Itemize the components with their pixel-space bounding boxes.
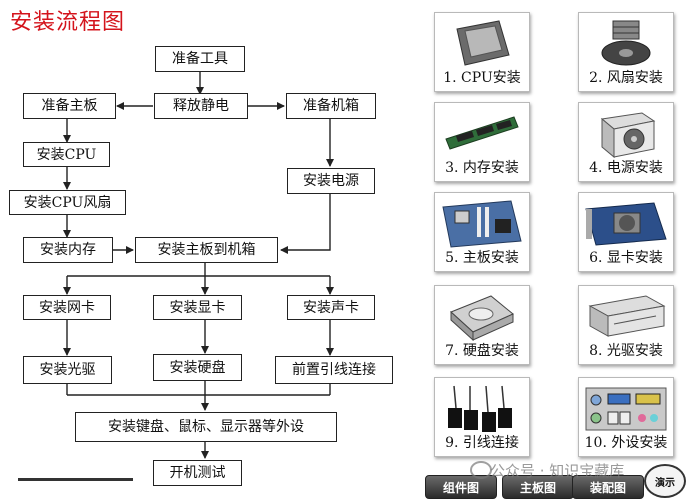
box-install-hdd: 安装硬盘 xyxy=(153,354,242,381)
cpu-fan-icon xyxy=(601,20,651,66)
box-label: 安装键盘、鼠标、显示器等外设 xyxy=(108,419,304,435)
flow-connectors xyxy=(63,72,334,459)
step-label: 1. CPU安装 xyxy=(443,70,521,86)
optical-drive-icon xyxy=(588,295,666,337)
watermark-text: 公众号 · 知识宝藏库 xyxy=(490,462,625,480)
box-label: 开机测试 xyxy=(169,465,226,481)
step-card-fan[interactable]: 2. 风扇安装 xyxy=(578,12,674,92)
box-install-nic: 安装网卡 xyxy=(23,295,111,320)
assembly-view-button[interactable]: 组件图 xyxy=(425,475,497,499)
step-label: 2. 风扇安装 xyxy=(589,70,663,86)
box-install-optical: 安装光驱 xyxy=(23,356,112,384)
step-label: 8. 光驱安装 xyxy=(589,343,663,359)
box-label: 安装主板到机箱 xyxy=(157,242,256,258)
box-label: 安装声卡 xyxy=(303,299,359,316)
page-title: 安装流程图 xyxy=(10,10,126,35)
box-label: 安装CPU风扇 xyxy=(23,194,112,211)
box-label: 安装硬盘 xyxy=(169,359,226,376)
box-label: 安装电源 xyxy=(303,173,359,189)
box-front-panel: 前置引线连接 xyxy=(275,356,393,384)
step-card-optical[interactable]: 8. 光驱安装 xyxy=(578,285,674,365)
box-label: 释放静电 xyxy=(173,98,229,114)
box-install-gpu: 安装显卡 xyxy=(153,295,242,320)
box-prepare-tools: 准备工具 xyxy=(155,46,245,72)
box-install-sound: 安装声卡 xyxy=(287,295,375,320)
step-card-motherboard[interactable]: 5. 主板安装 xyxy=(434,192,530,272)
box-label: 准备机箱 xyxy=(303,98,359,114)
box-prepare-board: 准备主板 xyxy=(23,93,116,119)
step-label: 9. 引线连接 xyxy=(445,435,519,451)
step-card-cables[interactable]: 9. 引线连接 xyxy=(434,377,530,457)
graphics-card-icon xyxy=(585,202,667,246)
step-card-cpu[interactable]: 1. CPU安装 xyxy=(434,12,530,92)
box-peripherals: 安装键盘、鼠标、显示器等外设 xyxy=(75,412,337,442)
step-label: 5. 主板安装 xyxy=(445,250,519,266)
power-supply-icon xyxy=(600,112,656,159)
step-label: 6. 显卡安装 xyxy=(589,250,663,266)
box-label: 安装内存 xyxy=(40,242,96,258)
box-prepare-case: 准备机箱 xyxy=(286,93,376,119)
step-label: 7. 硬盘安装 xyxy=(445,343,519,359)
motherboard-view-button[interactable]: 主板图 xyxy=(502,475,574,499)
step-card-psu[interactable]: 4. 电源安装 xyxy=(578,102,674,182)
box-label: 准备主板 xyxy=(41,98,98,114)
box-label: 安装显卡 xyxy=(169,299,226,316)
step-card-hdd[interactable]: 7. 硬盘安装 xyxy=(434,285,530,365)
config-view-button[interactable]: 装配图 xyxy=(572,475,644,499)
box-label: 安装网卡 xyxy=(39,299,95,316)
bottom-rule xyxy=(18,478,133,481)
box-boot-test: 开机测试 xyxy=(153,460,242,486)
demo-badge[interactable]: 演示 xyxy=(644,464,686,498)
box-discharge: 释放静电 xyxy=(154,93,248,119)
box-install-memory: 安装内存 xyxy=(23,237,113,263)
step-label: 10. 外设安装 xyxy=(584,435,668,451)
memory-stick-icon xyxy=(445,116,519,150)
motherboard-icon xyxy=(442,200,522,248)
step-card-memory[interactable]: 3. 内存安装 xyxy=(434,102,530,182)
box-label: 安装光驱 xyxy=(39,362,96,378)
box-label: 前置引线连接 xyxy=(292,362,376,378)
box-install-psu: 安装电源 xyxy=(287,168,375,194)
hard-disk-icon xyxy=(450,295,514,342)
box-label: 安装CPU xyxy=(36,146,97,163)
cable-connectors-icon xyxy=(448,385,512,432)
io-ports-icon xyxy=(585,387,667,431)
box-install-cpu-fan: 安装CPU风扇 xyxy=(9,190,126,215)
cpu-chip-icon xyxy=(456,20,510,66)
step-label: 4. 电源安装 xyxy=(589,160,663,176)
box-label: 准备工具 xyxy=(172,51,228,67)
box-install-cpu: 安装CPU xyxy=(23,142,110,167)
wechat-icon xyxy=(470,461,492,479)
step-card-peripherals[interactable]: 10. 外设安装 xyxy=(578,377,674,457)
step-card-gpu[interactable]: 6. 显卡安装 xyxy=(578,192,674,272)
step-label: 3. 内存安装 xyxy=(445,160,519,176)
box-board-to-case: 安装主板到机箱 xyxy=(135,237,278,263)
